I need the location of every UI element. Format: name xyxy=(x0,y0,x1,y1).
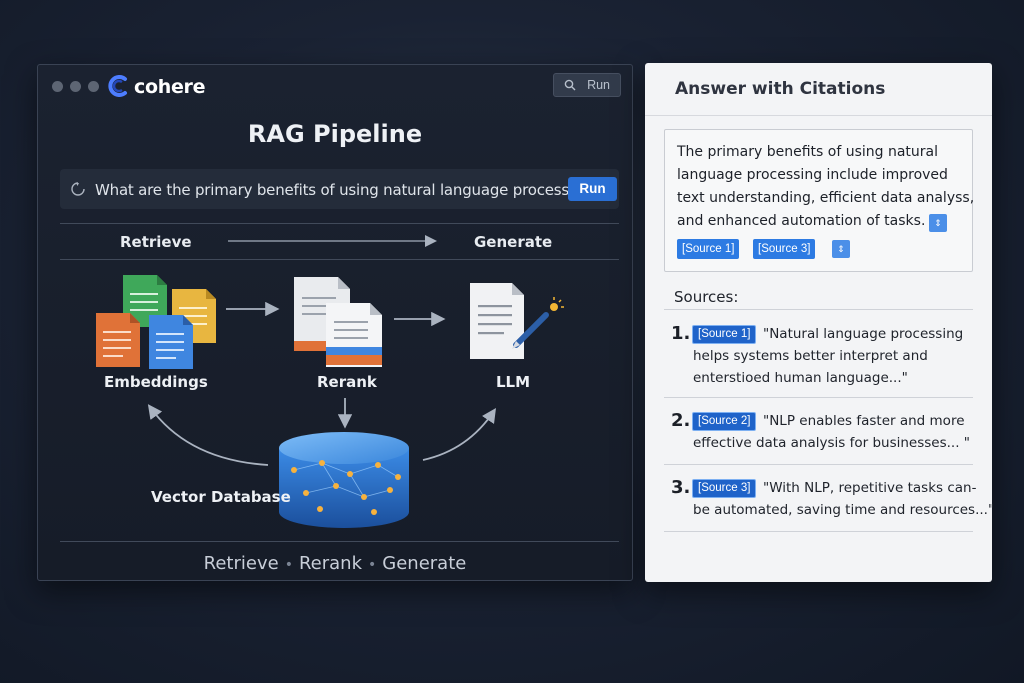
answer-line: language processing include improved xyxy=(677,167,948,183)
rag-pipeline-window: cohere Run RAG Pipeline What are the pri… xyxy=(37,64,633,581)
expand-citation-icon[interactable]: ⇕ xyxy=(929,214,947,232)
source-number: 3. xyxy=(671,477,691,498)
divider xyxy=(664,531,973,532)
footer-step-rerank: Rerank xyxy=(298,553,362,574)
run-button[interactable]: Run xyxy=(568,177,617,201)
top-run-label: Run xyxy=(587,78,610,92)
source-quote: "NLP enables faster and more xyxy=(763,413,965,429)
source-quote: enterstioed human language..." xyxy=(693,370,908,386)
arrow-db-to-embeddings xyxy=(147,404,269,466)
query-input[interactable]: What are the primary benefits of using n… xyxy=(95,181,600,199)
panel-header: Answer with Citations xyxy=(645,63,992,116)
footer-separator: • xyxy=(368,557,377,573)
page-title: RAG Pipeline xyxy=(247,120,423,148)
embeddings-documents-icon xyxy=(96,275,216,369)
source-quote: helps systems better interpret and xyxy=(693,348,928,364)
divider xyxy=(60,541,619,542)
footer-separator: • xyxy=(284,557,293,573)
answer-box: The primary benefits of using natural la… xyxy=(664,129,975,272)
llm-label: LLM xyxy=(496,373,531,391)
cohere-logo-icon xyxy=(108,75,127,97)
source-badge[interactable]: [Source 3] xyxy=(692,479,757,498)
stage-retrieve: Retrieve xyxy=(120,233,192,251)
sources-heading: Sources: xyxy=(674,288,739,306)
citation-chip-source-3[interactable]: [Source 3] xyxy=(753,239,816,259)
footer-step-generate: Generate xyxy=(382,553,467,574)
divider xyxy=(664,464,973,465)
window-titlebar: cohere Run xyxy=(38,65,632,105)
rerank-label: Rerank xyxy=(317,373,377,391)
panel-title: Answer with Citations xyxy=(675,79,886,99)
answer-line: and enhanced automation of tasks. xyxy=(677,213,926,229)
source-quote: "Natural language processing xyxy=(763,326,964,342)
vector-database-icon xyxy=(279,432,409,528)
source-badge[interactable]: [Source 1] xyxy=(692,325,757,344)
footer-steps: Retrieve • Rerank • Generate xyxy=(38,553,632,574)
divider xyxy=(664,309,973,310)
expand-citation-icon[interactable]: ⇕ xyxy=(832,240,850,258)
stage-generate: Generate xyxy=(474,233,553,251)
divider xyxy=(60,223,619,224)
arrow-db-to-llm xyxy=(422,408,496,461)
source-quote: effective data analysis for businesses..… xyxy=(693,435,971,451)
query-icon xyxy=(71,182,85,196)
query-bar[interactable]: What are the primary benefits of using n… xyxy=(60,169,619,209)
top-run-button[interactable]: Run xyxy=(553,73,621,97)
window-minimize-dot[interactable] xyxy=(70,81,81,92)
source-quote: be automated, saving time and resources.… xyxy=(693,502,995,518)
rerank-documents-icon xyxy=(294,277,382,367)
source-badge[interactable]: [Source 2] xyxy=(692,412,757,431)
source-number: 1. xyxy=(671,323,691,344)
pipeline-diagram xyxy=(96,235,564,528)
answer-line: The primary benefits of using natural xyxy=(677,144,939,160)
llm-document-icon xyxy=(470,283,564,359)
window-maximize-dot[interactable] xyxy=(88,81,99,92)
embeddings-label: Embeddings xyxy=(104,373,208,391)
vector-database-label: Vector Database xyxy=(151,488,291,506)
divider xyxy=(664,397,973,398)
window-close-dot[interactable] xyxy=(52,81,63,92)
brand-name: cohere xyxy=(134,76,206,98)
answer-line: text understanding, efficient data analy… xyxy=(677,190,975,206)
answer-panel: Answer with Citations The primary benefi… xyxy=(645,63,995,582)
search-icon xyxy=(564,79,576,91)
source-quote: "With NLP, repetitive tasks can- xyxy=(763,480,977,496)
citation-chip-source-1[interactable]: [Source 1] xyxy=(677,239,740,259)
source-number: 2. xyxy=(671,410,691,431)
divider xyxy=(60,259,619,260)
footer-step-retrieve: Retrieve xyxy=(203,553,279,574)
